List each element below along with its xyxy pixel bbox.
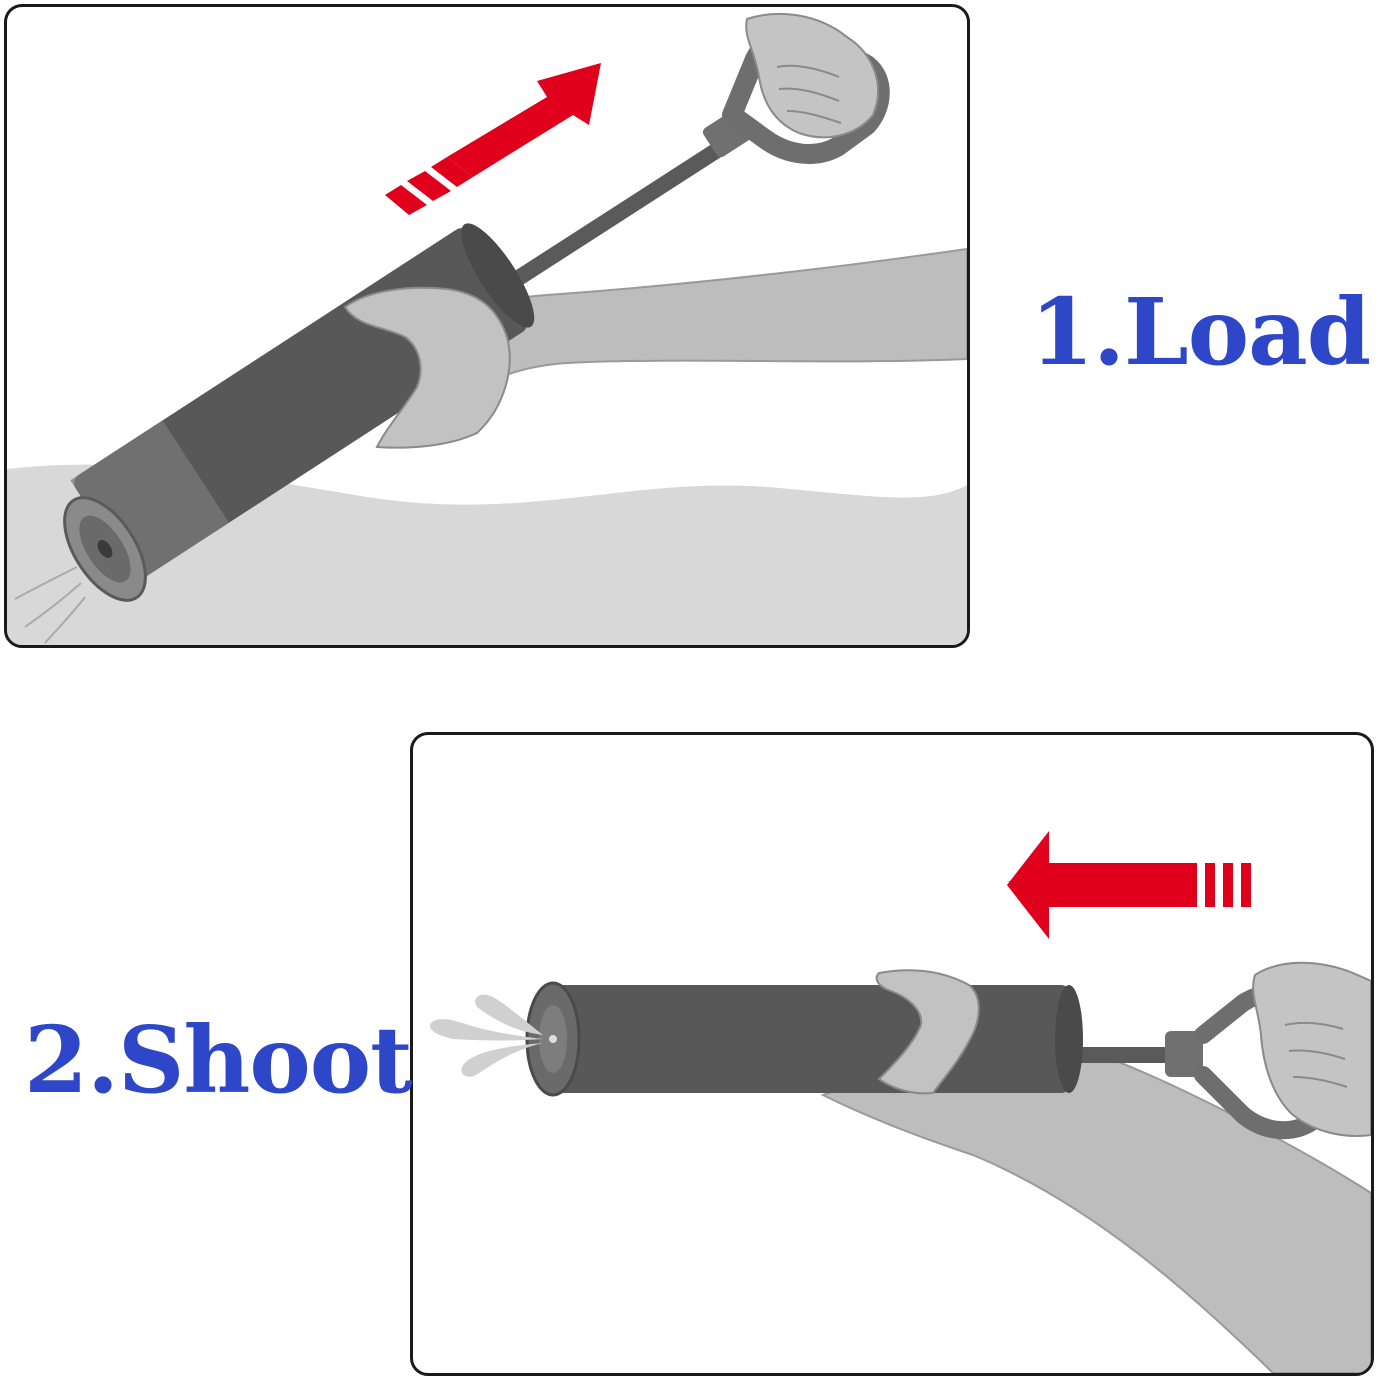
right-hand xyxy=(1252,961,1371,1137)
step-2-label: 2.Shoot xyxy=(24,1006,413,1114)
blaster-tube xyxy=(551,985,1071,1093)
pump-rod xyxy=(509,137,733,287)
load-illustration-panel xyxy=(4,4,970,648)
arrow-up-right-icon xyxy=(385,63,601,215)
load-illustration xyxy=(7,12,967,645)
right-hand-fingers xyxy=(776,64,842,124)
right-hand xyxy=(745,12,879,139)
step-1-label: 1.Load xyxy=(1030,278,1371,386)
left-hand xyxy=(875,969,980,1095)
rod-collar xyxy=(1165,1031,1203,1077)
arrow-left-head xyxy=(1007,831,1049,939)
shoot-illustration xyxy=(429,831,1371,1373)
shoot-illustration-panel xyxy=(410,732,1374,1376)
left-hand xyxy=(343,286,511,449)
right-hand-fingers xyxy=(1284,1021,1348,1088)
water-suction-lines xyxy=(14,566,86,644)
tube-nozzle xyxy=(63,496,147,602)
water-spray xyxy=(429,994,543,1077)
nozzle-hole xyxy=(549,1035,557,1043)
tube-back-end xyxy=(1055,985,1083,1093)
